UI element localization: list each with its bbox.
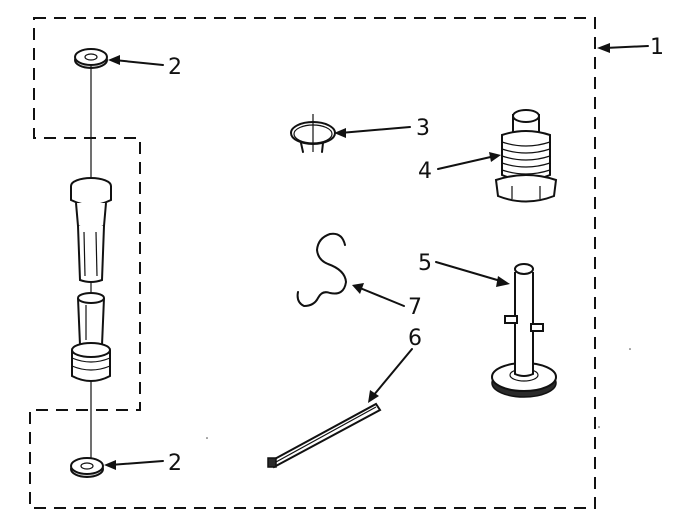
speck [598,426,600,428]
clamp-ring-icon [290,114,336,153]
kit-boundary [29,17,596,509]
arrowhead-7 [352,283,364,294]
s-hook-icon [296,232,347,307]
foot-lower-icon [71,292,111,382]
speck [629,348,631,350]
leader-2-bottom [109,460,164,466]
leader-7 [359,287,405,307]
leader-3 [339,126,411,134]
arrowhead-6 [368,390,379,403]
arrowhead-3 [334,128,346,138]
arrowhead-5 [496,276,510,287]
washer-top-icon [74,48,108,69]
foot-upper-icon [70,177,112,283]
speck [206,437,208,439]
arrowhead-2-top [108,55,120,65]
callout-label-2-bottom: 2 [168,451,182,476]
arrowhead-1 [597,43,610,53]
washer-bottom-icon [70,457,104,478]
leader-2-top [113,59,164,66]
callout-label-7: 7 [408,295,422,320]
leader-1 [604,45,649,49]
arrowhead-4 [489,152,501,162]
leveling-leg-icon [494,109,558,203]
leader-5 [435,261,505,283]
leader-6 [372,348,413,397]
callout-label-6: 6 [408,326,422,351]
rod-support-icon [491,263,557,398]
callout-label-2-top: 2 [168,55,182,80]
leader-4 [437,155,496,170]
callout-label-3: 3 [416,116,430,141]
arrowhead-2-bottom [104,460,116,470]
callout-label-4: 4 [418,159,432,184]
wire-rod-icon [267,402,382,469]
callout-label-5: 5 [418,251,432,276]
callout-label-1: 1 [650,35,664,60]
